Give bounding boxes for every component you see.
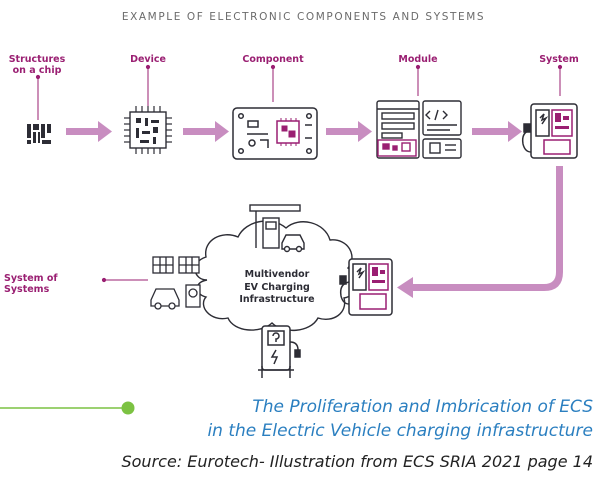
arrow-component-to-module	[326, 121, 372, 142]
cloud-line-2: EV Charging	[244, 281, 310, 293]
flow-arrows	[66, 121, 563, 298]
label-device: Device	[130, 54, 166, 65]
arrow-system-to-sos	[397, 166, 563, 298]
caption-line-1: The Proliferation and Imbrication of ECS	[252, 397, 593, 417]
cloud-line-3: Infrastructure	[239, 294, 315, 305]
system-charger-icon	[521, 103, 578, 159]
device-chip-icon	[124, 106, 172, 154]
wall-charger-icon	[258, 325, 301, 378]
cloud-label: Multivendor EV Charging Infrastructure	[232, 269, 322, 307]
label-system-of-systems: System of Systems	[4, 273, 58, 295]
arrow-device-to-component	[183, 121, 229, 142]
label-structures-line1: Structures	[8, 54, 66, 65]
cloud-line-1: Multivendor	[244, 269, 310, 280]
label-structures-line2: on a chip	[12, 65, 62, 76]
caption-line-2: in the Electric Vehicle charging infrast…	[207, 421, 593, 441]
module-icon	[376, 100, 462, 159]
label-system: System	[539, 54, 579, 65]
caption-divider	[0, 401, 135, 415]
chip-structure-icon	[27, 124, 51, 144]
public-charger-icon	[339, 258, 393, 316]
label-structures-on-chip: Structures on a chip	[6, 54, 68, 76]
label-component: Component	[242, 54, 304, 65]
arrow-chip-to-device	[66, 121, 112, 142]
label-module: Module	[398, 54, 438, 65]
source-credit: Source: Eurotech- Illustration from ECS …	[121, 452, 593, 471]
charging-station-canopy-icon	[249, 204, 305, 253]
diagram-title: EXAMPLE OF ELECTRONIC COMPONENTS AND SYS…	[121, 11, 486, 23]
solar-house-car-icon	[150, 256, 201, 310]
component-board-icon	[232, 107, 318, 160]
leader-lines	[35, 64, 563, 283]
arrow-module-to-system	[472, 121, 522, 142]
